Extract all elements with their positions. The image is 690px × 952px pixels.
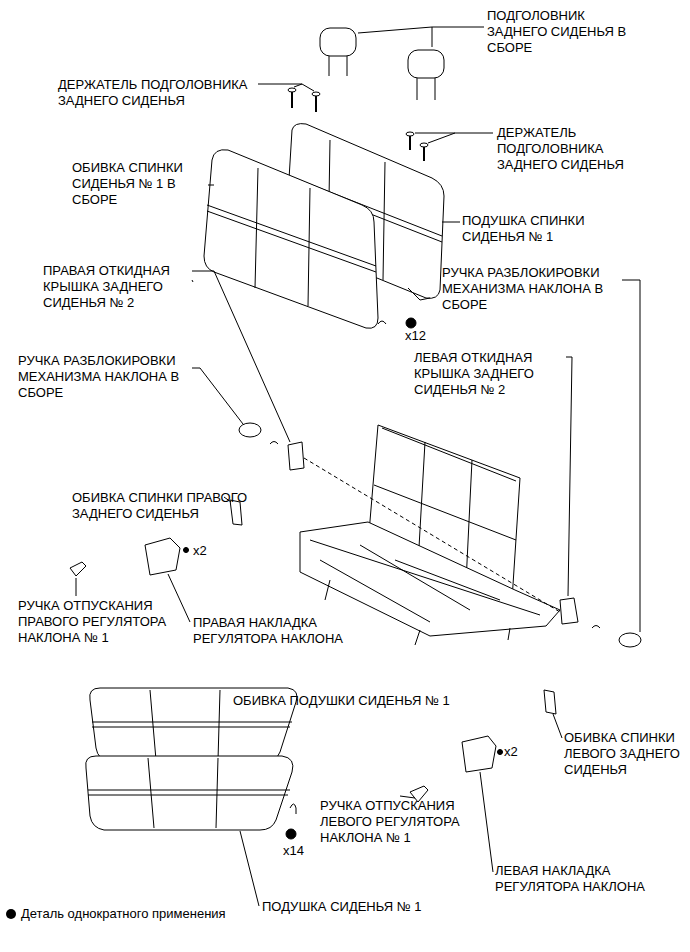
part-name: ЛЕВАЯ НАКЛАДКА РЕГУЛЯТОРА НАКЛОНА — [495, 863, 645, 895]
part-name: ОБИВКА СПИНКИ ПРАВОГО ЗАДНЕГО СИДЕНЬЯ — [72, 490, 272, 522]
part-name: РУЧКА РАЗБЛОКИРОВКИ МЕХАНИЗМА НАКЛОНА В … — [442, 265, 626, 313]
part-name: ПОДУШКА СПИНКИ СИДЕНЬЯ № 1 — [462, 213, 612, 245]
part-name: ОБИВКА ПОДУШКИ СИДЕНЬЯ № 1 — [233, 693, 450, 709]
part-name: ПОДУШКА СИДЕНЬЯ № 1 — [262, 899, 421, 915]
quantity: x14 — [283, 843, 304, 859]
quantity: x2 — [504, 744, 518, 760]
part-name: РУЧКА ОТПУСКАНИЯ ЛЕВОГО РЕГУЛЯТОРА НАКЛО… — [320, 798, 490, 846]
part-name: ДЕРЖАТЕЛЬ ПОДГОЛОВНИКА ЗАДНЕГО СИДЕНЬЯ — [497, 125, 647, 173]
legend-row: Деталь однократного применения — [6, 906, 226, 922]
part-name: ДЕРЖАТЕЛЬ ПОДГОЛОВНИКА ЗАДНЕГО СИДЕНЬЯ — [58, 77, 268, 109]
part-name: ЛЕВАЯ ОТКИДНАЯ КРЫШКА ЗАДНЕГО СИДЕНЬЯ № … — [414, 350, 564, 398]
part-name: ОБИВКА СПИНКИ ЛЕВОГО ЗАДНЕГО СИДЕНЬЯ — [564, 730, 686, 778]
part-name: РУЧКА ОТПУСКАНИЯ ПРАВОГО РЕГУЛЯТОРА НАКЛ… — [18, 598, 190, 646]
quantity: x2 — [193, 543, 207, 559]
part-name: ПРАВАЯ ОТКИДНАЯ КРЫШКА ЗАДНЕГО СИДЕНЬЯ №… — [43, 263, 193, 311]
part-name: РУЧКА РАЗБЛОКИРОВКИ МЕХАНИЗМА НАКЛОНА В … — [18, 353, 202, 401]
legend-dot — [6, 909, 16, 919]
part-name: ПРАВАЯ НАКЛАДКА РЕГУЛЯТОРА НАКЛОНА — [193, 615, 343, 647]
quantity: x12 — [405, 328, 426, 344]
part-name: ОБИВКА СПИНКИ СИДЕНЬЯ № 1 В СБОРЕ — [72, 160, 207, 208]
legend-text: Деталь однократного применения — [21, 906, 226, 922]
part-name: ПОДГОЛОВНИК ЗАДНЕГО СИДЕНЬЯ В СБОРЕ — [487, 8, 647, 56]
